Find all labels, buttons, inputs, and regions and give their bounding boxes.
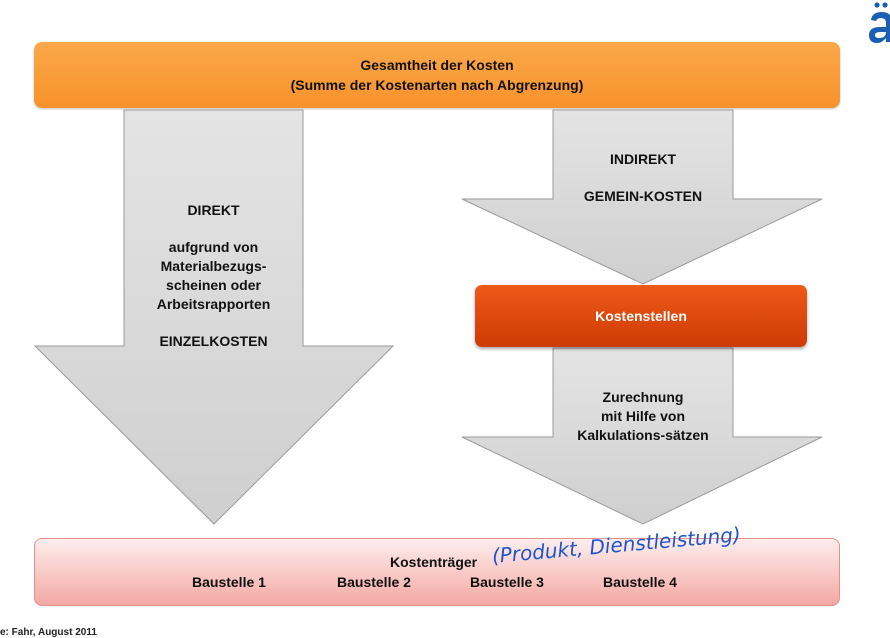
indirect-label: INDIREKT <box>609 151 677 167</box>
allocation-line3: Kalkulations-sätzen <box>577 427 709 443</box>
cost-objects-title: Kostenträger <box>390 554 478 570</box>
baustelle-3: Baustelle 3 <box>470 574 544 590</box>
direct-costs-text: DIREKT aufgrund von Materialbezugs- sche… <box>124 201 303 351</box>
indirect-costs-text: INDIREKT GEMEIN-KOSTEN <box>553 150 733 206</box>
footer-source: e: Fahr, August 2011 <box>0 627 97 638</box>
direct-costs-arrow <box>33 109 395 525</box>
allocation-arrow <box>461 347 823 525</box>
logo-icon <box>868 0 890 44</box>
indirect-costs-arrow <box>461 109 823 285</box>
cost-centers-label: Kostenstellen <box>595 308 687 324</box>
total-costs-title: Gesamtheit der Kosten <box>360 57 514 73</box>
allocation-line1: Zurechnung <box>602 389 684 405</box>
gemeinkosten-label: GEMEIN-KOSTEN <box>583 188 703 204</box>
baustelle-1: Baustelle 1 <box>192 574 266 590</box>
einzelkosten-label: EINZELKOSTEN <box>159 333 268 349</box>
direct-basis-line3: scheinen oder <box>166 277 261 293</box>
direct-label: DIREKT <box>187 202 240 218</box>
total-costs-subtitle: (Summe der Kostenarten nach Abgrenzung) <box>290 77 584 93</box>
total-costs-box: Gesamtheit der Kosten (Summe der Kostena… <box>34 42 840 108</box>
direct-basis-line1: aufgrund von <box>168 239 259 255</box>
allocation-text: Zurechnung mit Hilfe von Kalkulations-sä… <box>553 388 733 445</box>
baustelle-4: Baustelle 4 <box>603 574 677 590</box>
cost-objects-box <box>34 538 840 606</box>
cost-centers-box: Kostenstellen <box>475 285 807 347</box>
baustelle-2: Baustelle 2 <box>337 574 411 590</box>
direct-basis-line2: Materialbezugs- <box>160 258 267 274</box>
allocation-line2: mit Hilfe von <box>600 408 685 424</box>
direct-basis-line4: Arbeitsrapporten <box>156 296 271 312</box>
